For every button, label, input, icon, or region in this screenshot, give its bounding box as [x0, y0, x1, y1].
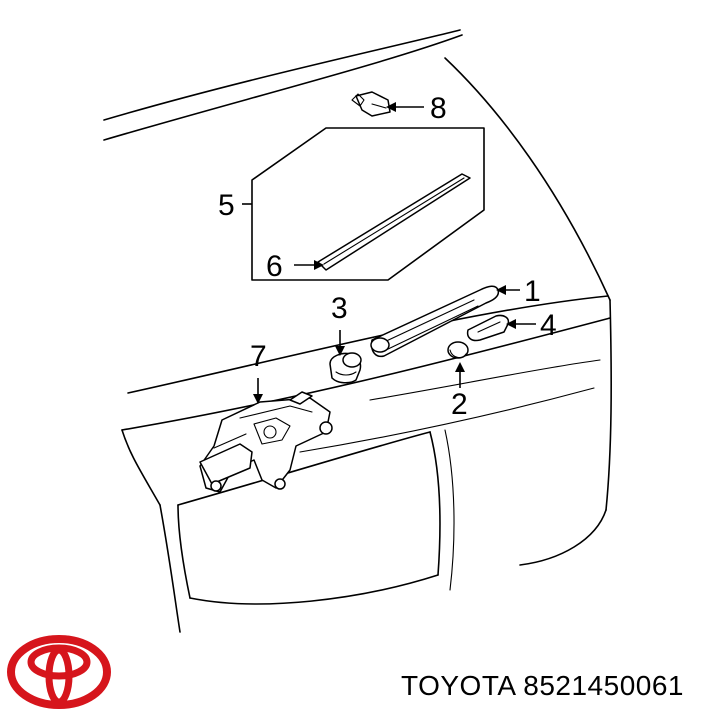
- pivot-nut-part-3: [329, 352, 362, 384]
- callout-leaders: [242, 102, 536, 404]
- arm-cap-part-4: [466, 314, 510, 342]
- vehicle-body-outline: [103, 29, 612, 633]
- callout-1: 1: [524, 275, 541, 308]
- callout-numbers: 8 5 6 1 4 3 2 7: [218, 92, 557, 421]
- toyota-logo-mark: [7, 635, 111, 709]
- callout-5: 5: [218, 189, 235, 222]
- part-caption: TOYOTA 8521450061: [401, 670, 684, 701]
- callout-2: 2: [451, 388, 468, 421]
- grommet-part-2: [447, 341, 469, 359]
- washer-nozzle-part-8: [351, 91, 391, 117]
- wiper-motor-part-7: [199, 391, 333, 493]
- callout-8: 8: [430, 92, 447, 125]
- wiper-arm-part-1: [370, 285, 500, 358]
- callout-4: 4: [540, 309, 557, 342]
- callout-3: 3: [331, 292, 348, 325]
- toyota-logo: [7, 635, 111, 709]
- callout-7: 7: [250, 340, 267, 373]
- callout-6: 6: [266, 250, 283, 283]
- blade-assembly-box-part-5: [251, 127, 485, 281]
